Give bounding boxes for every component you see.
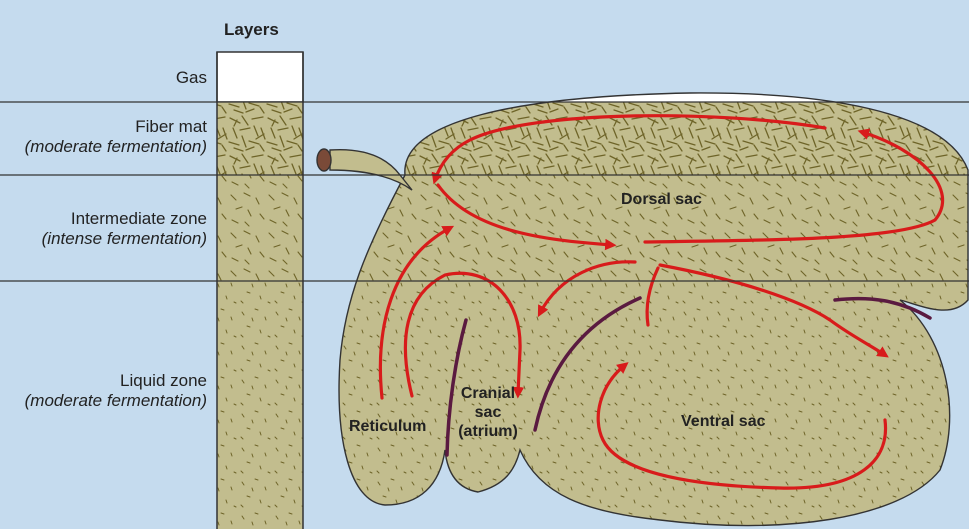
fiber-mat-column xyxy=(217,102,303,175)
rumen-body xyxy=(330,0,969,529)
cranial-sac-label: Cranial sac (atrium) xyxy=(448,384,528,441)
layer-name: Gas xyxy=(176,68,207,87)
dorsal-sac-label: Dorsal sac xyxy=(621,190,702,209)
layer-name: Fiber mat xyxy=(135,117,207,136)
layers-title: Layers xyxy=(224,20,279,40)
ventral-sac-label: Ventral sac xyxy=(681,412,766,431)
esophagus-icon xyxy=(317,149,412,190)
layer-note: (intense fermentation) xyxy=(42,229,207,249)
layer-name: Intermediate zone xyxy=(71,209,207,228)
layer-label-gas: Gas xyxy=(176,68,207,88)
layer-label-liquid: Liquid zone (moderate fermentation) xyxy=(25,371,207,411)
cranial-sac-line-3: (atrium) xyxy=(448,422,528,441)
liquid-zone-column xyxy=(217,281,303,529)
layer-name: Liquid zone xyxy=(120,371,207,390)
gas-layer-column xyxy=(217,52,303,102)
intermediate-zone-column xyxy=(217,175,303,281)
gas-cap xyxy=(330,0,969,102)
layer-label-intermediate: Intermediate zone (intense fermentation) xyxy=(42,209,207,249)
layer-label-fiber-mat: Fiber mat (moderate fermentation) xyxy=(25,117,207,157)
reticulum-label: Reticulum xyxy=(349,417,426,436)
cranial-sac-line-2: sac xyxy=(448,403,528,422)
layer-note: (moderate fermentation) xyxy=(25,137,207,157)
cranial-sac-line-1: Cranial xyxy=(448,384,528,403)
layer-note: (moderate fermentation) xyxy=(25,391,207,411)
